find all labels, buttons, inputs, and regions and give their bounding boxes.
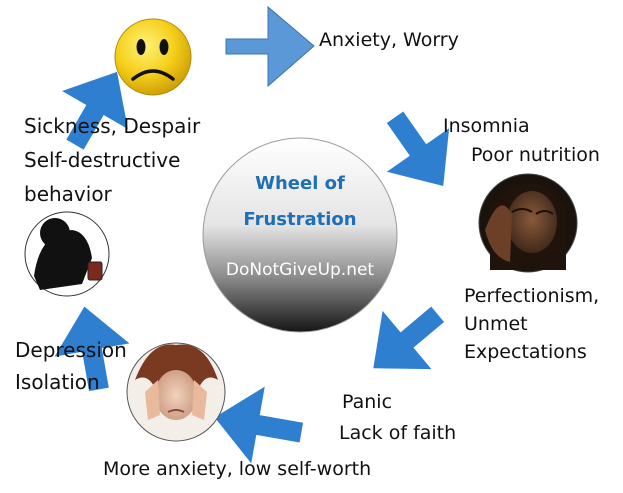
label-depression: Depression — [15, 338, 127, 362]
label-poor-nutrition: Poor nutrition — [471, 144, 600, 166]
label-insomnia: Insomnia — [443, 115, 530, 137]
label-perfectionism: Perfectionism, Unmet Expectations — [464, 285, 599, 363]
despairing-man-photo — [24, 211, 110, 297]
arrow-to-sickness — [62, 71, 128, 150]
anxious-woman-photo — [126, 342, 226, 442]
label-behavior: behavior — [24, 182, 112, 206]
label-perfectionism-line3: Expectations — [464, 340, 587, 363]
wheel-title-line1: Wheel of — [255, 173, 345, 194]
label-panic: Panic — [342, 391, 393, 413]
label-more-anxiety: More anxiety, low self-worth — [103, 458, 372, 480]
arrow-to-anxiety — [225, 5, 315, 88]
arrow-to-insomnia — [386, 111, 450, 187]
arrow-to-depression — [54, 306, 130, 392]
arrow-to-more-anxiety — [214, 386, 304, 464]
label-perfectionism-line2: Unmet — [464, 312, 528, 335]
wheel-title-line2: Frustration — [243, 209, 357, 230]
label-perfectionism-line1: Perfectionism, — [464, 285, 600, 307]
label-lack-of-faith: Lack of faith — [339, 422, 457, 444]
label-self-destructive: Self-destructive — [24, 148, 181, 172]
wheel-site-label: DoNotGiveUp.net — [225, 260, 375, 280]
sad-face-icon — [114, 18, 192, 96]
wheel-circle — [202, 137, 398, 333]
arrow-to-panic — [373, 306, 445, 370]
label-isolation: Isolation — [15, 370, 100, 394]
label-sickness: Sickness, Despair — [24, 114, 201, 138]
stressed-woman-photo — [478, 173, 578, 273]
label-anxiety: Anxiety, Worry — [319, 29, 459, 51]
